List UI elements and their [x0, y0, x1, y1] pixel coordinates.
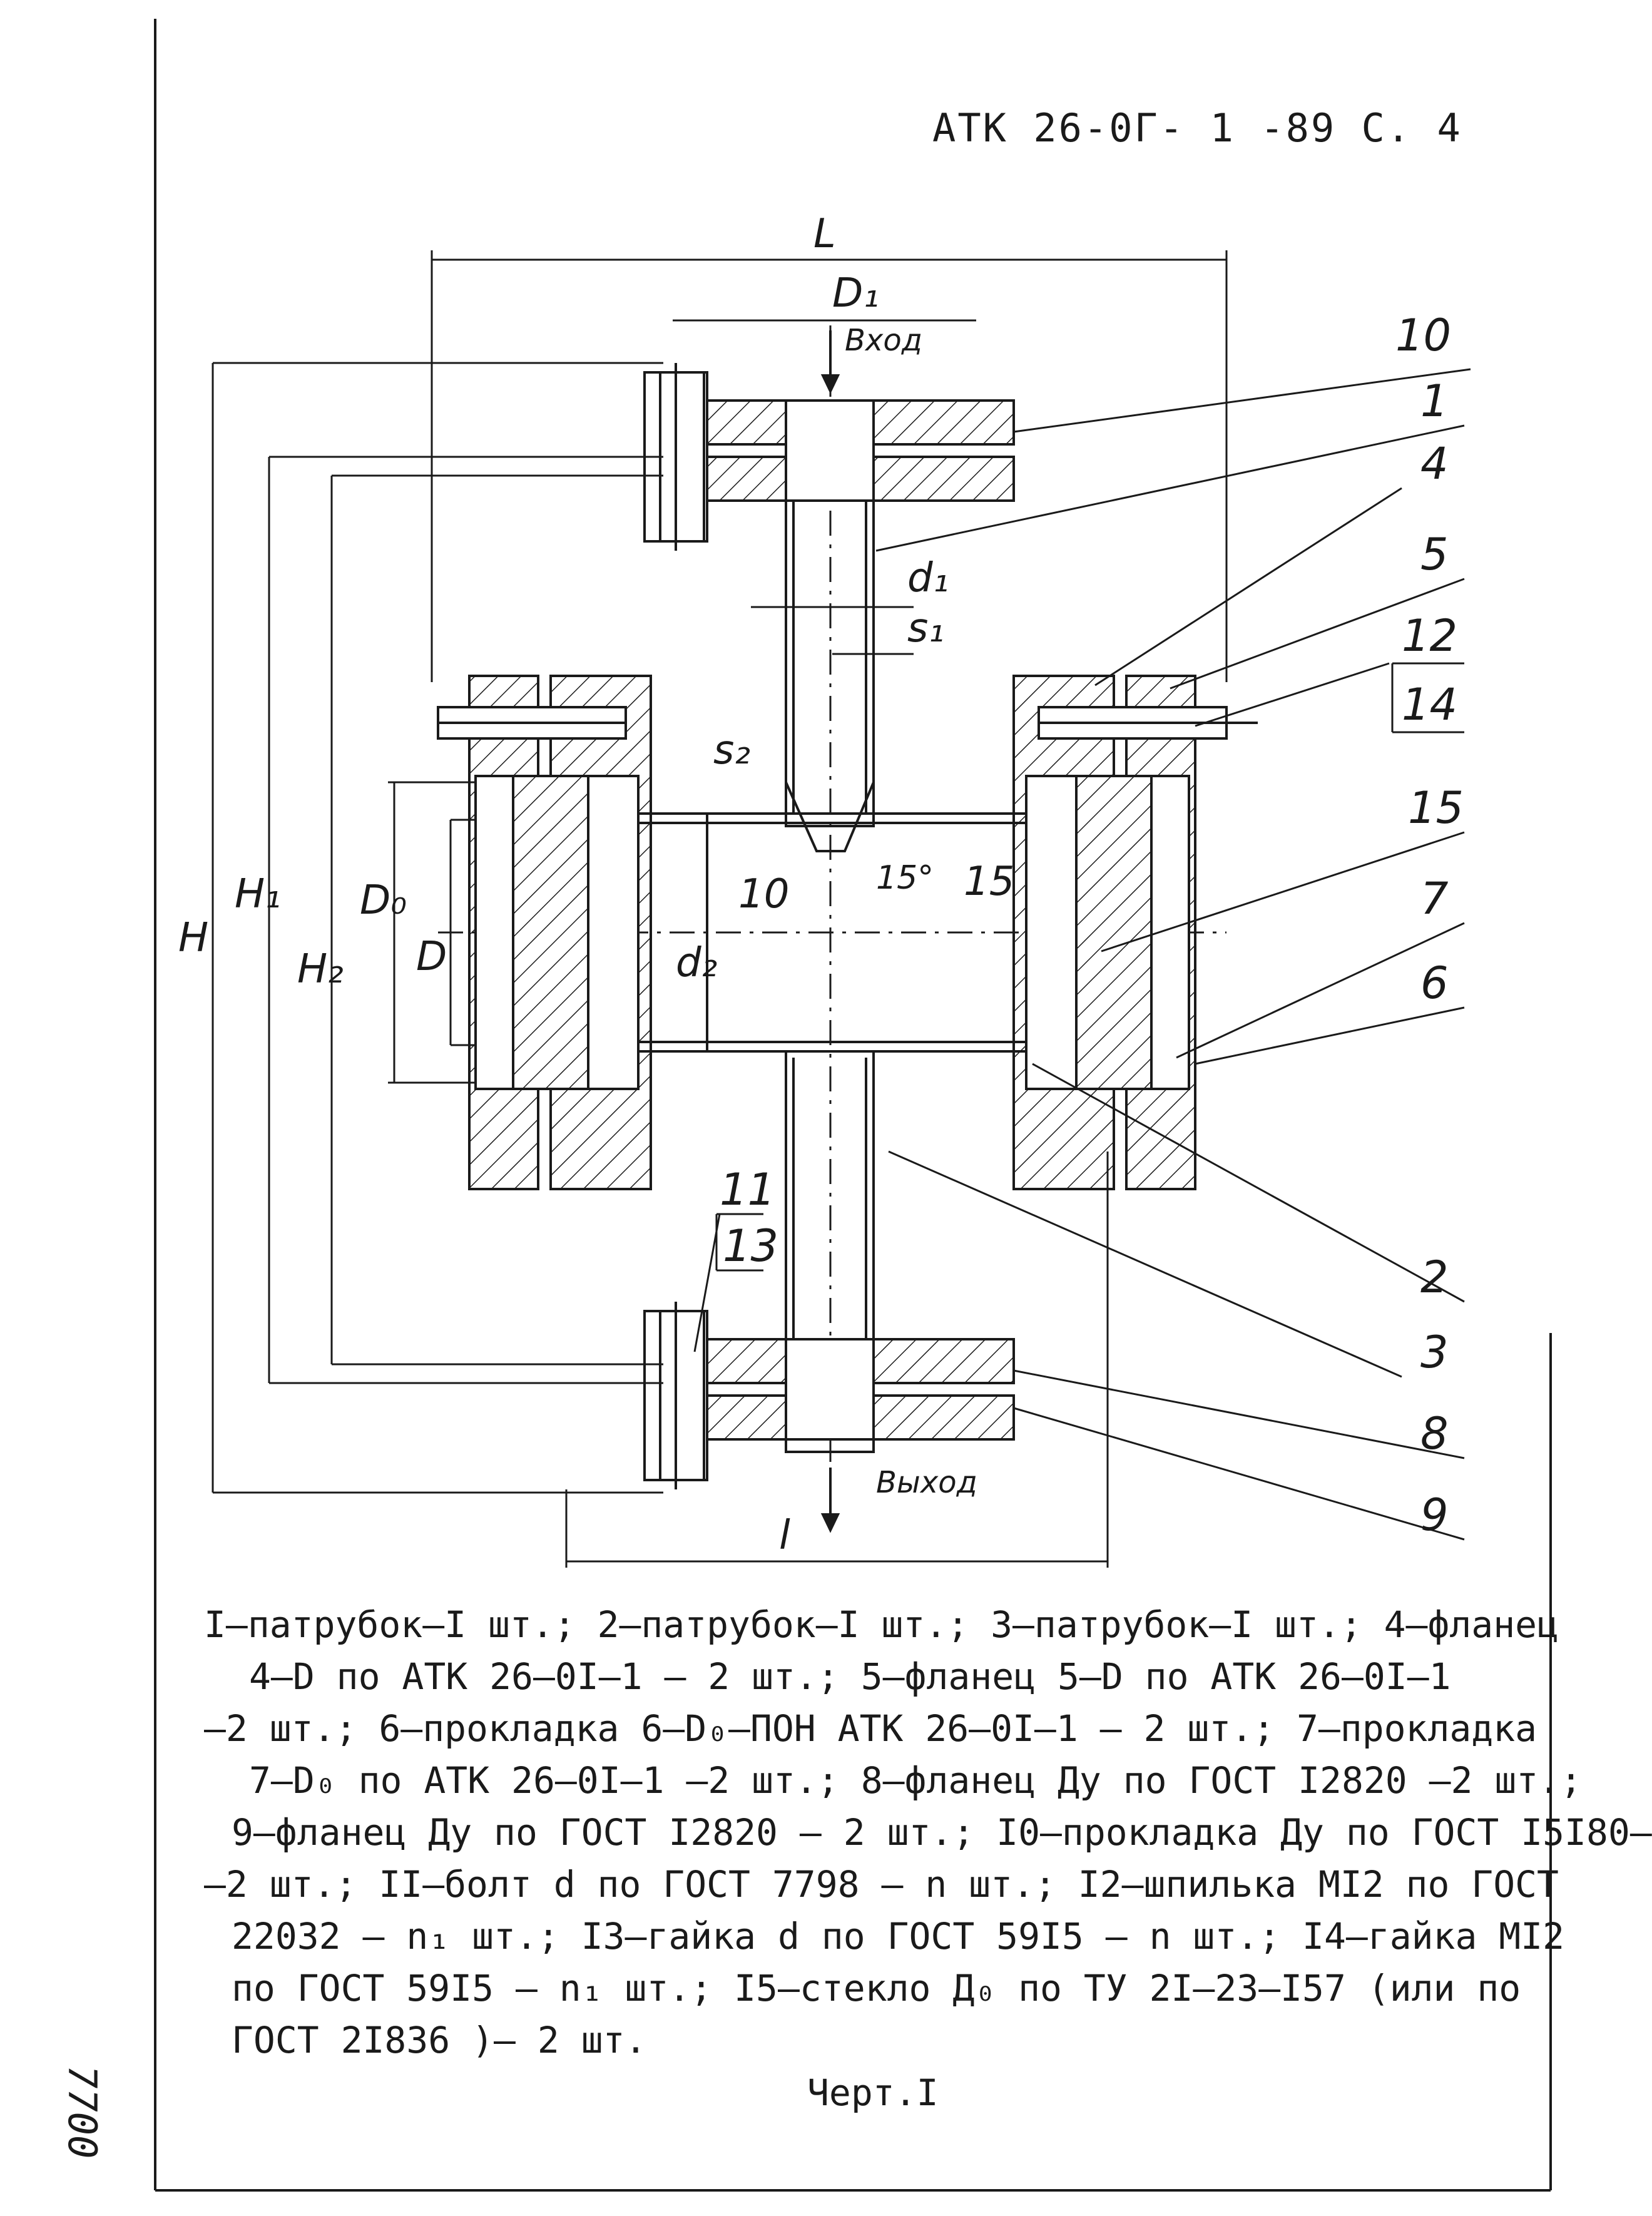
caption-line: по ГОСТ 59I5 – n₁ шт.; I5–стекло Д₀ по Т… [232, 1967, 1521, 2009]
callout-13: 13 [723, 1220, 778, 1272]
dim-d2: d₂ [676, 940, 717, 986]
figure-label: Черт.I [807, 2071, 939, 2114]
callout-7: 7 [1420, 873, 1449, 924]
caption-line: ГОСТ 2I836 )– 2 шт. [232, 2019, 647, 2061]
callout-3: 3 [1420, 1327, 1449, 1378]
callout-10: 10 [1395, 310, 1451, 361]
dim-H: H [178, 915, 208, 961]
side-stamp: 7700 [59, 2065, 105, 2159]
dim-H2: H₂ [297, 946, 344, 993]
callout-4: 4 [1420, 438, 1449, 489]
callout-leaders [693, 368, 1471, 1541]
lower-nozzle [785, 1050, 875, 1453]
outlet-label: Выход [876, 1465, 977, 1500]
dimension-lines [212, 250, 1228, 1568]
caption-line: 7–D₀ по АТК 26–0I–1 –2 шт.; 8–фланец Дy … [249, 1759, 1583, 1802]
callout-12: 12 [1402, 610, 1457, 661]
callout-14: 14 [1402, 679, 1457, 730]
dim-D: D [416, 934, 447, 980]
dim-H1: H₁ [235, 871, 281, 917]
callout-1: 1 [1420, 375, 1449, 427]
dim-s2: s₂ [713, 727, 750, 774]
parts-list-caption: I–патрубок–I шт.; 2–патрубок–I шт.; 3–па… [204, 1599, 1652, 2066]
callout-8: 8 [1420, 1408, 1449, 1459]
left-glass [512, 775, 589, 1090]
dim-fifteen: 15 [964, 859, 1014, 905]
caption-line: I–патрубок–I шт.; 2–патрубок–I шт.; 3–па… [204, 1603, 1559, 1646]
dim-s1: s₁ [907, 605, 944, 651]
caption-line: 4–D по АТК 26–0I–1 – 2 шт.; 5–фланец 5–D… [249, 1655, 1451, 1698]
caption-line: 9–фланец Дy по ГОСТ I2820 – 2 шт.; I0–пр… [232, 1811, 1652, 1854]
callout-15: 15 [1408, 782, 1464, 834]
callout-9: 9 [1420, 1489, 1449, 1541]
dim-d1: d₁ [907, 555, 949, 601]
caption-line: –2 шт.; II–болт d по ГОСТ 7798 – n шт.; … [204, 1863, 1559, 1906]
drawing-sheet: АТК 26-0Г- 1 -89 С. 4 [59, 19, 1652, 2192]
dim-angle: 15° [876, 859, 934, 897]
dim-D0: D₀ [360, 877, 407, 924]
callout-6: 6 [1420, 957, 1449, 1009]
page-frame [154, 19, 1552, 2192]
technical-drawing: L D₁ d₁ s₁ s₂ 10 15 15° d₂ H H₁ H₂ D₀ D … [154, 19, 1552, 2192]
caption-line: –2 шт.; 6–прокладка 6–D₀–ПОН АТК 26–0I–1… [204, 1707, 1537, 1750]
dim-L: L [813, 211, 836, 257]
right-glass [1075, 775, 1153, 1090]
dim-D1: D₁ [832, 270, 879, 317]
inlet-label: Вход [845, 323, 922, 358]
dim-ten: 10 [738, 871, 789, 917]
callout-5: 5 [1420, 529, 1449, 580]
document-code: АТК 26-0Г- 1 -89 С. 4 [932, 105, 1462, 151]
callout-2: 2 [1420, 1252, 1449, 1303]
dim-l: l [779, 1513, 790, 1559]
caption-line: 22032 – n₁ шт.; I3–гайка d по ГОСТ 59I5 … [232, 1915, 1565, 1958]
callout-11: 11 [720, 1164, 775, 1215]
